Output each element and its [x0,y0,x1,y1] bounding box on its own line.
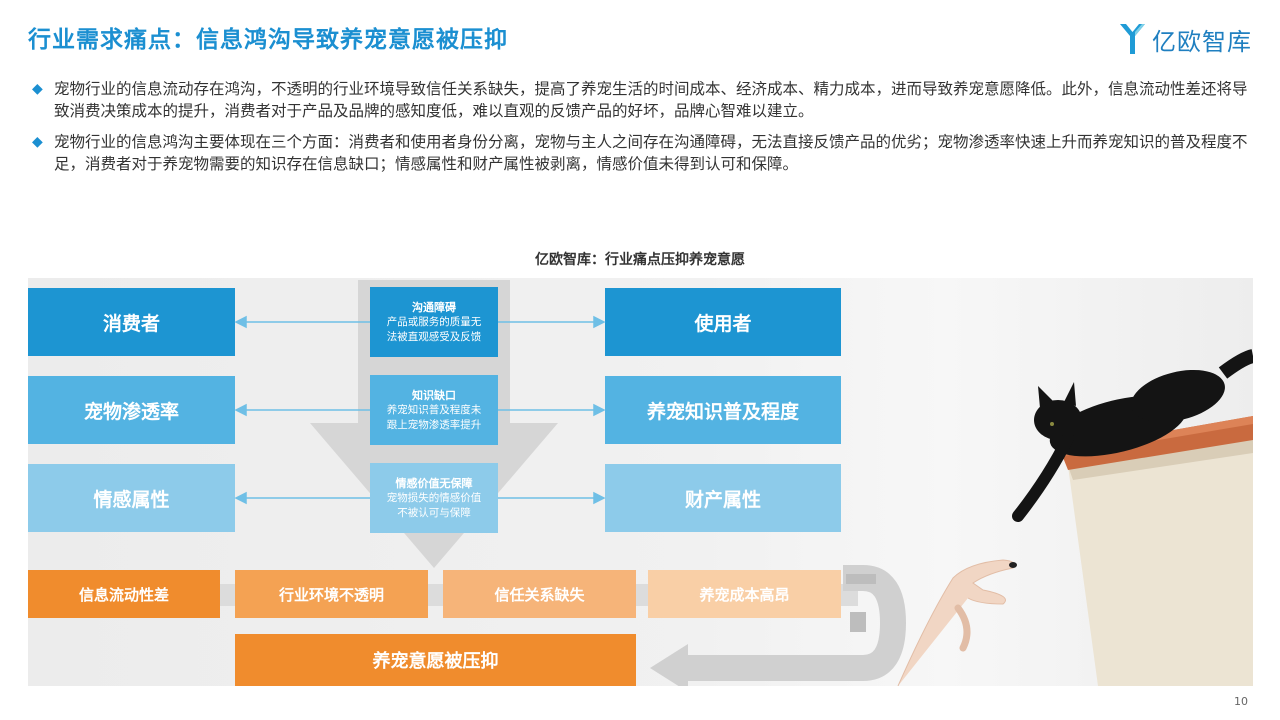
middle-box-line: 不被认可与保障 [397,506,471,519]
middle-box-title: 沟通障碍 [412,300,456,314]
middle-box-line: 跟上宠物渗透率提升 [386,418,482,431]
middle-box-line: 宠物损失的情感价值 [386,491,482,504]
diagram-title: 亿欧智库：行业痛点压抑养宠意愿 [535,252,745,268]
brand-logo: 亿欧智库 [1118,20,1258,58]
cat-head [1034,400,1082,440]
chain-box-info-flow: 信息流动性差 [28,570,220,618]
page-title: 行业需求痛点：信息鸿沟导致养宠意愿被压抑 [28,27,508,53]
bullet-point: ◆ 宠物行业的信息鸿沟主要体现在三个方面：消费者和使用者身份分离，宠物与主人之间… [32,131,1257,175]
chain-box-opaque-industry: 行业环境不透明 [235,570,428,618]
diamond-bullet-icon: ◆ [32,81,43,97]
middle-box-communication: 沟通障碍 产品或服务的质量无 法被直观感受及反馈 [370,287,498,357]
logo-text: 亿欧智库 [1152,27,1252,56]
logo-mark-icon [1120,24,1145,54]
middle-box-line: 产品或服务的质量无 [386,315,482,328]
middle-box-emotional-value: 情感价值无保障 宠物损失的情感价值 不被认可与保障 [370,463,498,533]
wall-shape [1068,438,1253,686]
middle-box-title: 知识缺口 [412,388,456,402]
middle-box-line: 养宠知识普及程度未 [386,403,482,416]
chain-box-high-cost: 养宠成本高昂 [648,570,841,618]
left-box-penetration: 宠物渗透率 [28,376,235,444]
result-box: 养宠意愿被压抑 [235,634,636,686]
bullet-text: 宠物行业的信息鸿沟主要体现在三个方面：消费者和使用者身份分离，宠物与主人之间存在… [54,133,1248,173]
right-box-knowledge: 养宠知识普及程度 [605,376,841,444]
left-box-emotional: 情感属性 [28,464,235,532]
page-number: 10 [1234,695,1248,708]
diagram-area: 消费者 宠物渗透率 情感属性 使用者 养宠知识普及程度 财产属性 沟通障碍 产品… [28,278,1253,686]
cat-paw [1012,432,1074,522]
middle-box-knowledge-gap: 知识缺口 养宠知识普及程度未 跟上宠物渗透率提升 [370,375,498,445]
left-box-consumer: 消费者 [28,288,235,356]
chain-box-trust-missing: 信任关系缺失 [443,570,636,618]
diamond-bullet-icon: ◆ [32,134,43,150]
right-box-property: 财产属性 [605,464,841,532]
return-arrow-head [650,644,688,686]
bullet-text: 宠物行业的信息流动存在鸿沟，不透明的行业环境导致信任关系缺失，提高了养宠生活的时… [54,80,1248,120]
middle-box-title: 情感价值无保障 [395,476,473,490]
hand-shape [897,559,1015,686]
middle-box-line: 法被直观感受及反馈 [386,330,482,343]
bullet-point: ◆ 宠物行业的信息流动存在鸿沟，不透明的行业环境导致信任关系缺失，提高了养宠生活… [32,78,1257,122]
right-box-user: 使用者 [605,288,841,356]
